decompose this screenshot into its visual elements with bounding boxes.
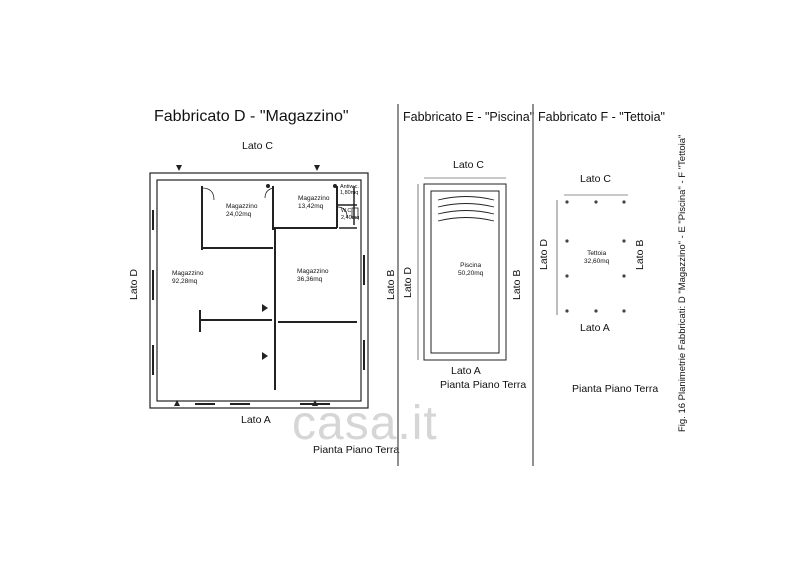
title-fabbricato-d: Fabbricato D - "Magazzino"	[154, 108, 349, 125]
watermark: casa.it	[292, 397, 438, 450]
e-lato-b: Lato B	[511, 269, 523, 300]
room-name: Magazzino	[172, 270, 204, 277]
f-lato-d: Lato D	[538, 239, 550, 270]
canopy-name: Tettoia	[587, 250, 607, 257]
room-magazzino-92: Magazzino 92,28mq	[172, 270, 203, 286]
pool-area: 50,20mq	[458, 270, 484, 277]
pool-outline	[417, 177, 507, 361]
e-lato-a: Lato A	[451, 365, 481, 377]
e-lato-c: Lato C	[453, 159, 484, 171]
room-name: Magazzino	[297, 268, 329, 275]
room-area: 92,28mq	[172, 278, 198, 285]
d-floor-label: Pianta Piano Terra	[313, 444, 400, 456]
d-lato-d: Lato D	[128, 269, 140, 300]
room-name: Magazzino	[226, 203, 258, 210]
d-lato-b: Lato B	[385, 269, 397, 300]
title-fabbricato-e: Fabbricato E - "Piscina"	[403, 110, 535, 124]
canopy-posts	[556, 194, 628, 315]
d-lato-a: Lato A	[241, 414, 271, 426]
f-lato-a: Lato A	[580, 322, 610, 334]
pool-label: Piscina 50,20mq	[458, 262, 483, 278]
canopy-label: Tettoia 32,60mq	[584, 250, 609, 266]
room-area: 2,40mq	[341, 215, 360, 221]
room-area: 13,42mq	[298, 203, 324, 210]
f-lato-c: Lato C	[580, 173, 611, 185]
room-magazzino-13: Magazzino 13,42mq	[298, 195, 329, 211]
room-name: Magazzino	[298, 195, 330, 202]
canopy-post-dots	[565, 200, 626, 313]
room-name: Antiw.c.	[340, 184, 359, 190]
f-lato-b: Lato B	[634, 239, 646, 270]
room-area: 1,80mq	[340, 190, 359, 196]
title-fabbricato-f: Fabbricato F - "Tettoia"	[538, 110, 665, 124]
pool-name: Piscina	[460, 262, 482, 269]
room-area: 36,36mq	[297, 276, 323, 283]
room-antiwc: Antiw.c. 1,80mq	[340, 184, 359, 196]
figure-caption: Fig. 16 Planimetrie Fabbricati: D "Magaz…	[677, 134, 688, 432]
room-magazzino-24: Magazzino 24,02mq	[226, 203, 257, 219]
e-floor-label: Pianta Piano Terra	[440, 379, 527, 391]
building-d-walls	[149, 172, 369, 409]
d-lato-c: Lato C	[242, 140, 273, 152]
room-wc: W.C. 2,40mq	[341, 208, 359, 222]
canopy-area: 32,60mq	[584, 258, 610, 265]
room-magazzino-36: Magazzino 36,36mq	[297, 268, 328, 284]
section-markers	[174, 165, 337, 406]
f-floor-label: Pianta Piano Terra	[572, 383, 659, 395]
e-lato-d: Lato D	[402, 267, 414, 298]
room-area: 24,02mq	[226, 211, 252, 218]
room-name: W.C.	[341, 208, 353, 214]
